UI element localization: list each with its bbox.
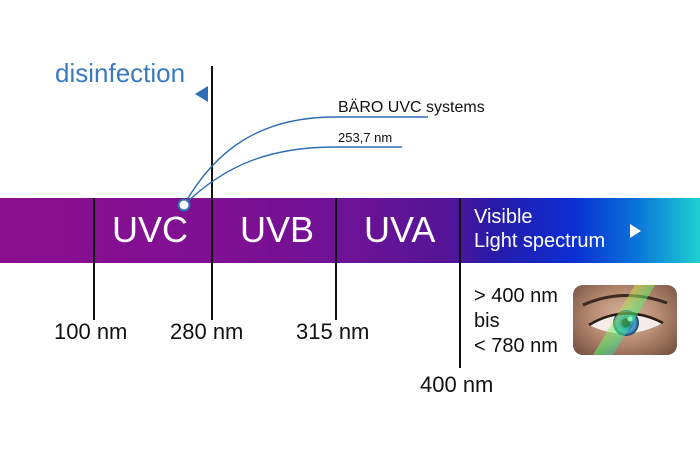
- tick-label-100nm: 100 nm: [54, 319, 128, 344]
- tick-label-280nm: 280 nm: [170, 319, 244, 344]
- system-label: BÄRO UVC systems: [338, 99, 485, 116]
- tick-line-100nm: [93, 198, 95, 320]
- range-from: > 400 nm: [474, 285, 558, 307]
- wavelength-marker: [177, 198, 191, 212]
- tick-label-315nm: 315 nm: [296, 319, 370, 344]
- tick-line-400nm: [459, 198, 461, 368]
- band-label-uva: UVA: [364, 209, 436, 250]
- tick-label-400nm: 400 nm: [420, 372, 494, 397]
- wavelength-label: 253,7 nm: [338, 130, 393, 145]
- connector-curve-wavelength: [183, 146, 402, 206]
- tick-line-280nm: [211, 66, 213, 320]
- range-connector: bis: [474, 310, 500, 332]
- range-to: < 780 nm: [474, 335, 558, 357]
- spectrum-band: [0, 198, 700, 263]
- visible-label-line1: Visible: [474, 206, 533, 228]
- band-label-uvb: UVB: [240, 209, 315, 250]
- play-icon: [630, 224, 641, 238]
- triangle-left-icon: [195, 86, 208, 102]
- visible-light-label: Visible Light spectrum: [474, 205, 605, 253]
- visible-range-text: > 400 nm bis < 780 nm: [474, 284, 558, 359]
- visible-label-line2: Light spectrum: [474, 230, 606, 252]
- tick-line-315nm: [335, 198, 337, 320]
- connector-curve-system: [183, 116, 428, 206]
- disinfection-label: disinfection: [55, 58, 186, 88]
- band-label-uvc: UVC: [112, 209, 189, 250]
- eye-photo: [573, 285, 677, 355]
